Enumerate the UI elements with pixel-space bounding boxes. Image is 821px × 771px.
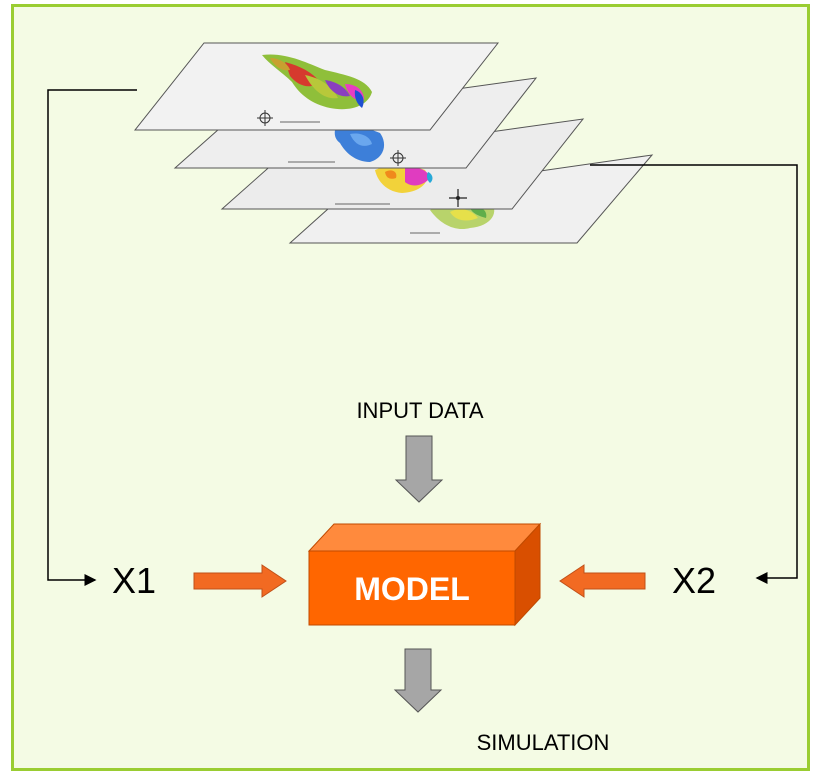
compass-icon: [257, 110, 273, 126]
model-label: MODEL: [354, 571, 470, 607]
x1-to-model-arrow-icon: [193, 564, 287, 598]
simulation-label: SIMULATION: [477, 730, 610, 755]
x2-label: X2: [672, 560, 716, 601]
compass-icon: [390, 150, 406, 166]
x2-to-model-arrow-icon: [559, 564, 646, 598]
map-layer-stack: N: [133, 42, 654, 244]
input-arrow-icon: [394, 435, 444, 503]
output-arrow-icon: [393, 648, 443, 713]
input-data-label: INPUT DATA: [356, 398, 483, 423]
compass-icon: [449, 189, 467, 207]
connector-x1: [47, 89, 137, 586]
model-box: MODEL: [307, 522, 542, 627]
map-layer-1: [133, 42, 500, 131]
connector-x2: [590, 164, 798, 584]
x1-label: X1: [112, 560, 156, 601]
